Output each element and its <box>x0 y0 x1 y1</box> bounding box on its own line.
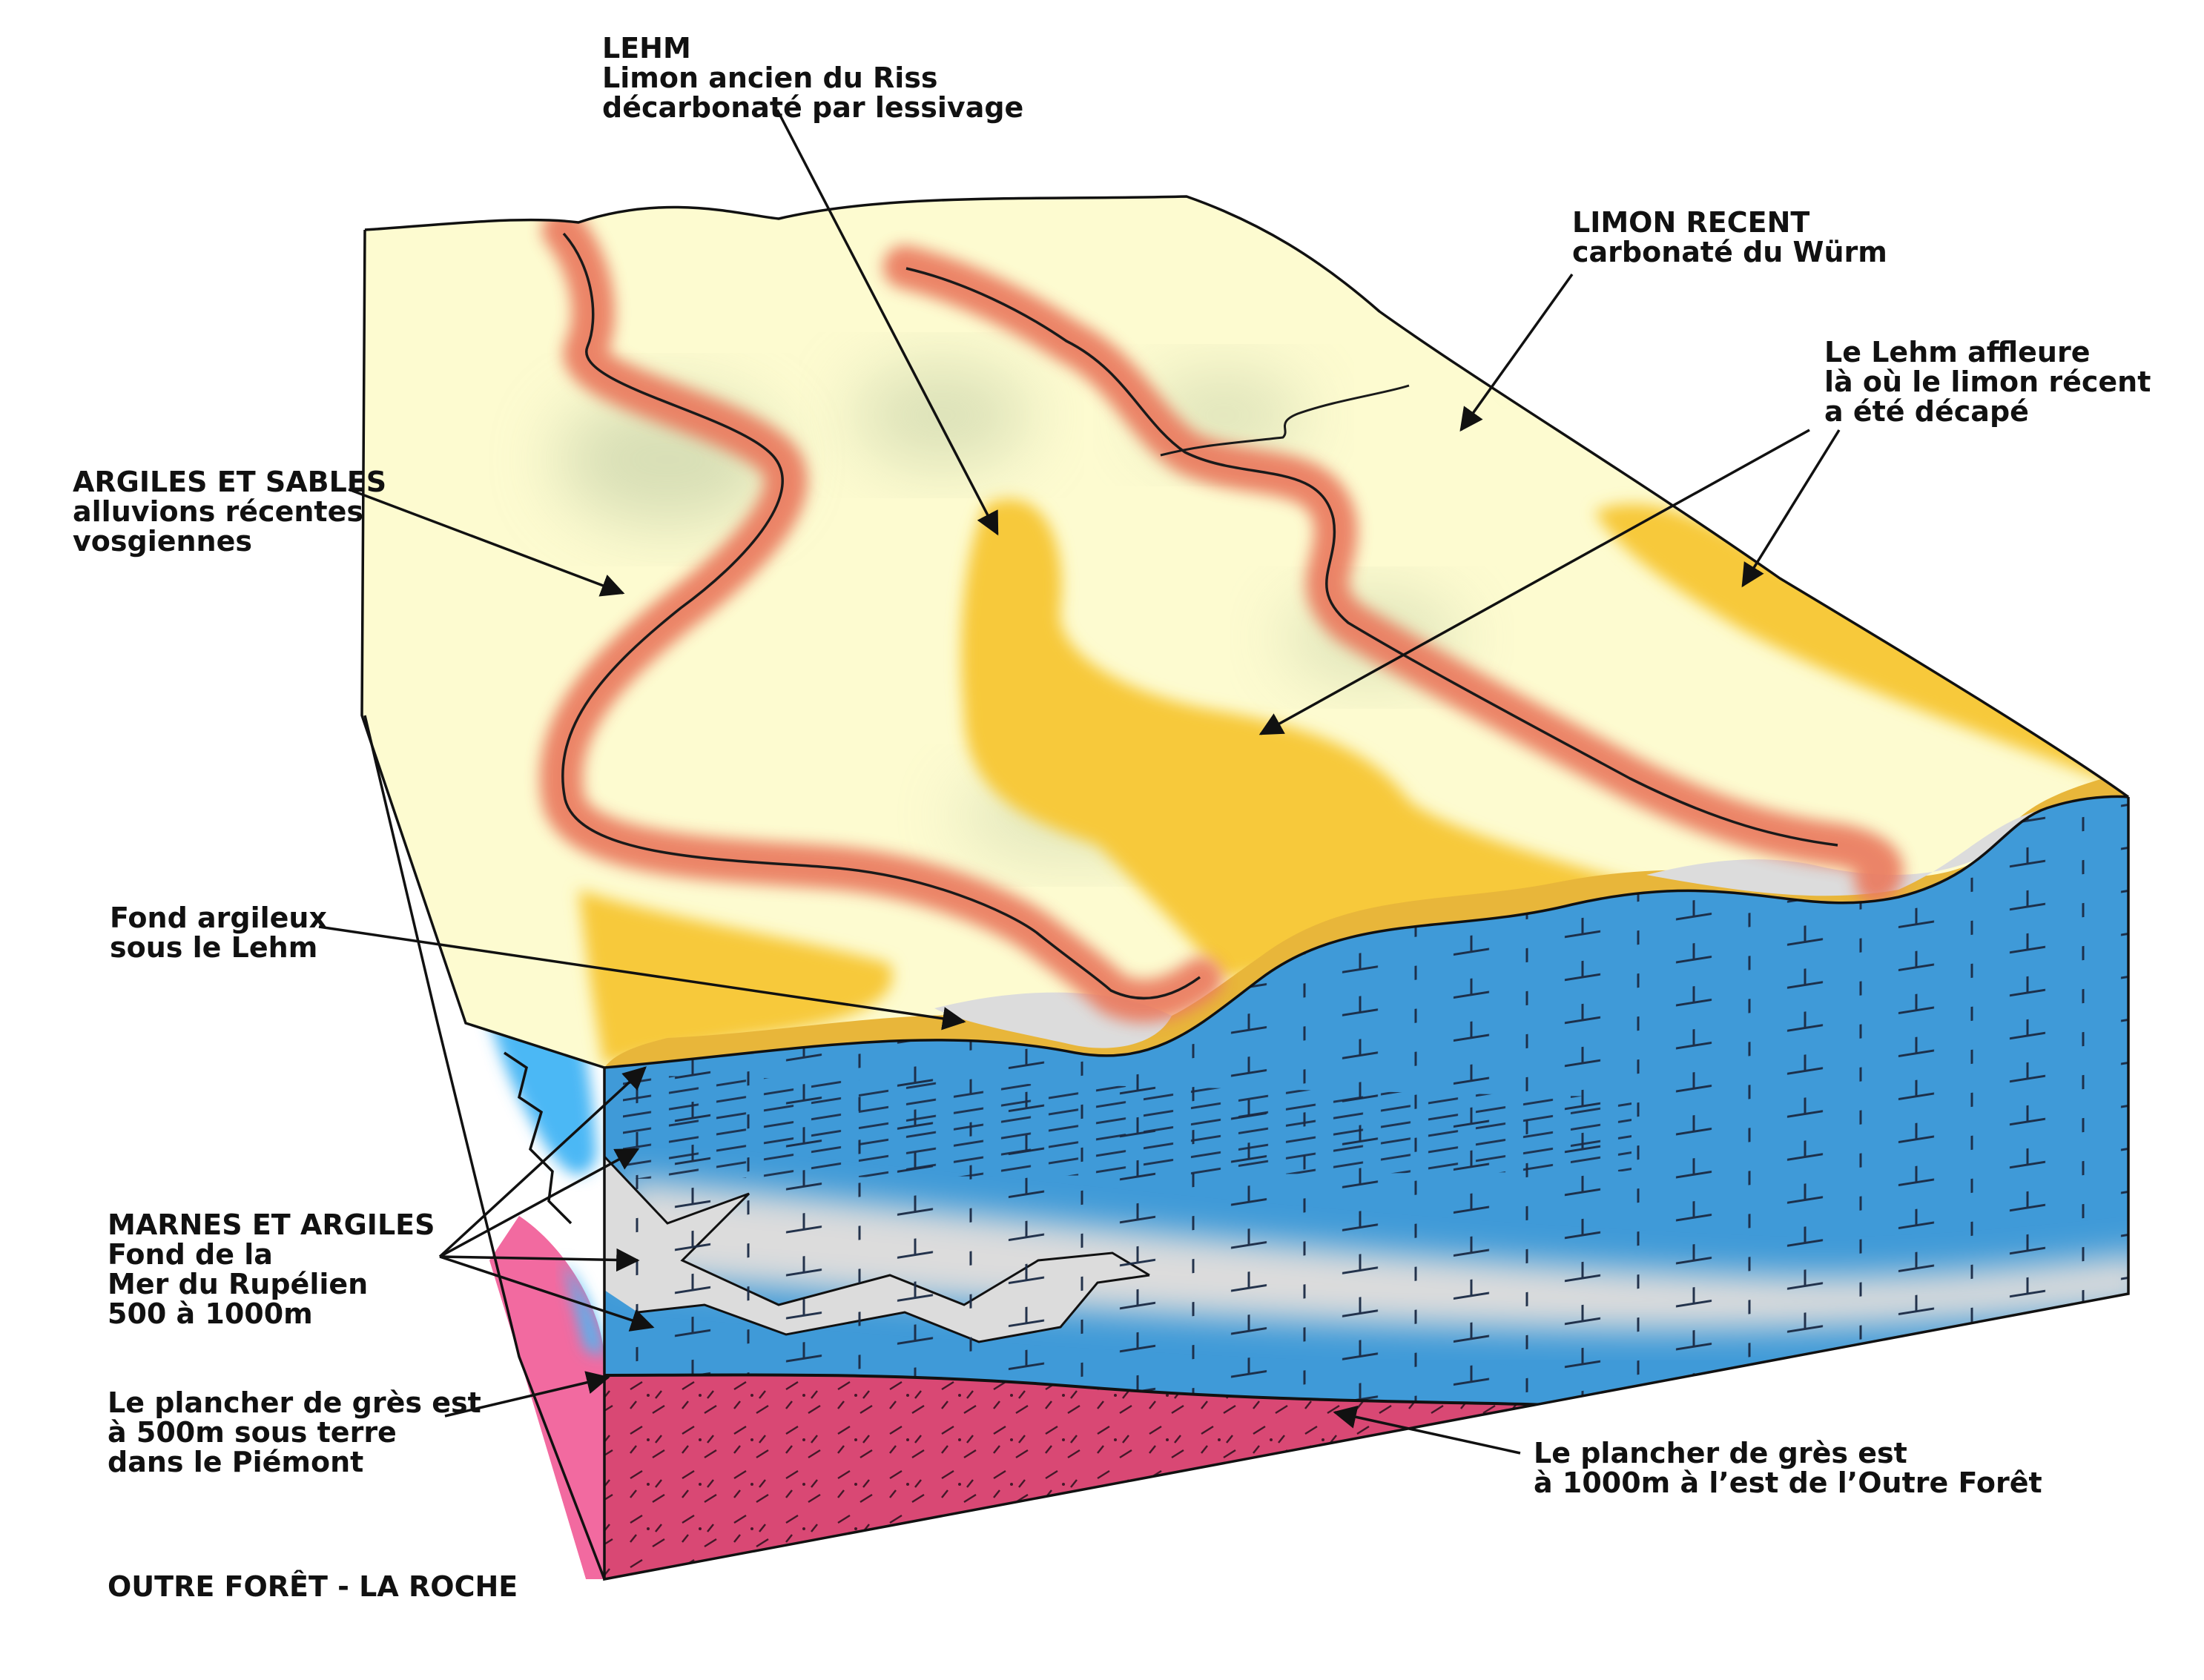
label-limon-recent-title: LIMON RECENT <box>1572 206 1810 239</box>
label-plancher-est-line-2: à 1000m à l’est de l’Outre Forêt <box>1534 1466 2042 1499</box>
label-marnes-argiles: MARNES ET ARGILES Fond de la Mer du Rupé… <box>108 1210 435 1329</box>
label-lehm-affleure: Le Lehm affleure là où le limon récent a… <box>1824 337 2151 426</box>
label-marnes-argiles-line-1: Fond de la <box>108 1238 273 1271</box>
label-lehm-title: LEHM <box>602 32 691 65</box>
label-argiles-sables: ARGILES ET SABLES alluvions récentes vos… <box>73 467 386 556</box>
label-plancher-est-line-1: Le plancher de grès est <box>1534 1437 1907 1469</box>
label-argiles-sables-line-2: vosgiennes <box>73 525 252 558</box>
label-plancher-piemont-line-3: dans le Piémont <box>108 1446 364 1478</box>
label-limon-recent-line-1: carbonaté du Würm <box>1572 236 1887 268</box>
label-limon-recent: LIMON RECENT carbonaté du Würm <box>1572 208 1887 267</box>
label-fond-argileux: Fond argileux sous le Lehm <box>110 903 327 962</box>
label-lehm-affleure-line-3: a été décapé <box>1824 395 2029 428</box>
label-plancher-piemont: Le plancher de grès est à 500m sous terr… <box>108 1388 481 1477</box>
label-location: OUTRE FORÊT - LA ROCHE <box>108 1572 518 1601</box>
leader-arrows <box>318 109 1841 1455</box>
label-lehm: LEHM Limon ancien du Riss décarbonaté pa… <box>602 33 1023 122</box>
block-outline <box>360 195 2130 1581</box>
label-plancher-piemont-line-2: à 500m sous terre <box>108 1416 397 1449</box>
label-location-title: OUTRE FORÊT - LA ROCHE <box>108 1570 518 1603</box>
label-plancher-est: Le plancher de grès est à 1000m à l’est … <box>1534 1438 2042 1498</box>
label-lehm-line-1: Limon ancien du Riss <box>602 62 938 94</box>
label-marnes-argiles-line-3: 500 à 1000m <box>108 1297 313 1330</box>
label-lehm-affleure-line-2: là où le limon récent <box>1824 366 2151 398</box>
label-plancher-piemont-line-1: Le plancher de grès est <box>108 1386 481 1419</box>
label-marnes-argiles-line-2: Mer du Rupélien <box>108 1268 369 1300</box>
label-argiles-sables-line-1: alluvions récentes <box>73 495 363 528</box>
label-fond-argileux-line-2: sous le Lehm <box>110 931 318 964</box>
label-lehm-affleure-line-1: Le Lehm affleure <box>1824 336 2091 368</box>
label-argiles-sables-title: ARGILES ET SABLES <box>73 466 387 498</box>
label-marnes-argiles-title: MARNES ET ARGILES <box>108 1208 435 1241</box>
label-lehm-line-2: décarbonaté par lessivage <box>602 91 1024 124</box>
label-fond-argileux-line-1: Fond argileux <box>110 902 327 934</box>
